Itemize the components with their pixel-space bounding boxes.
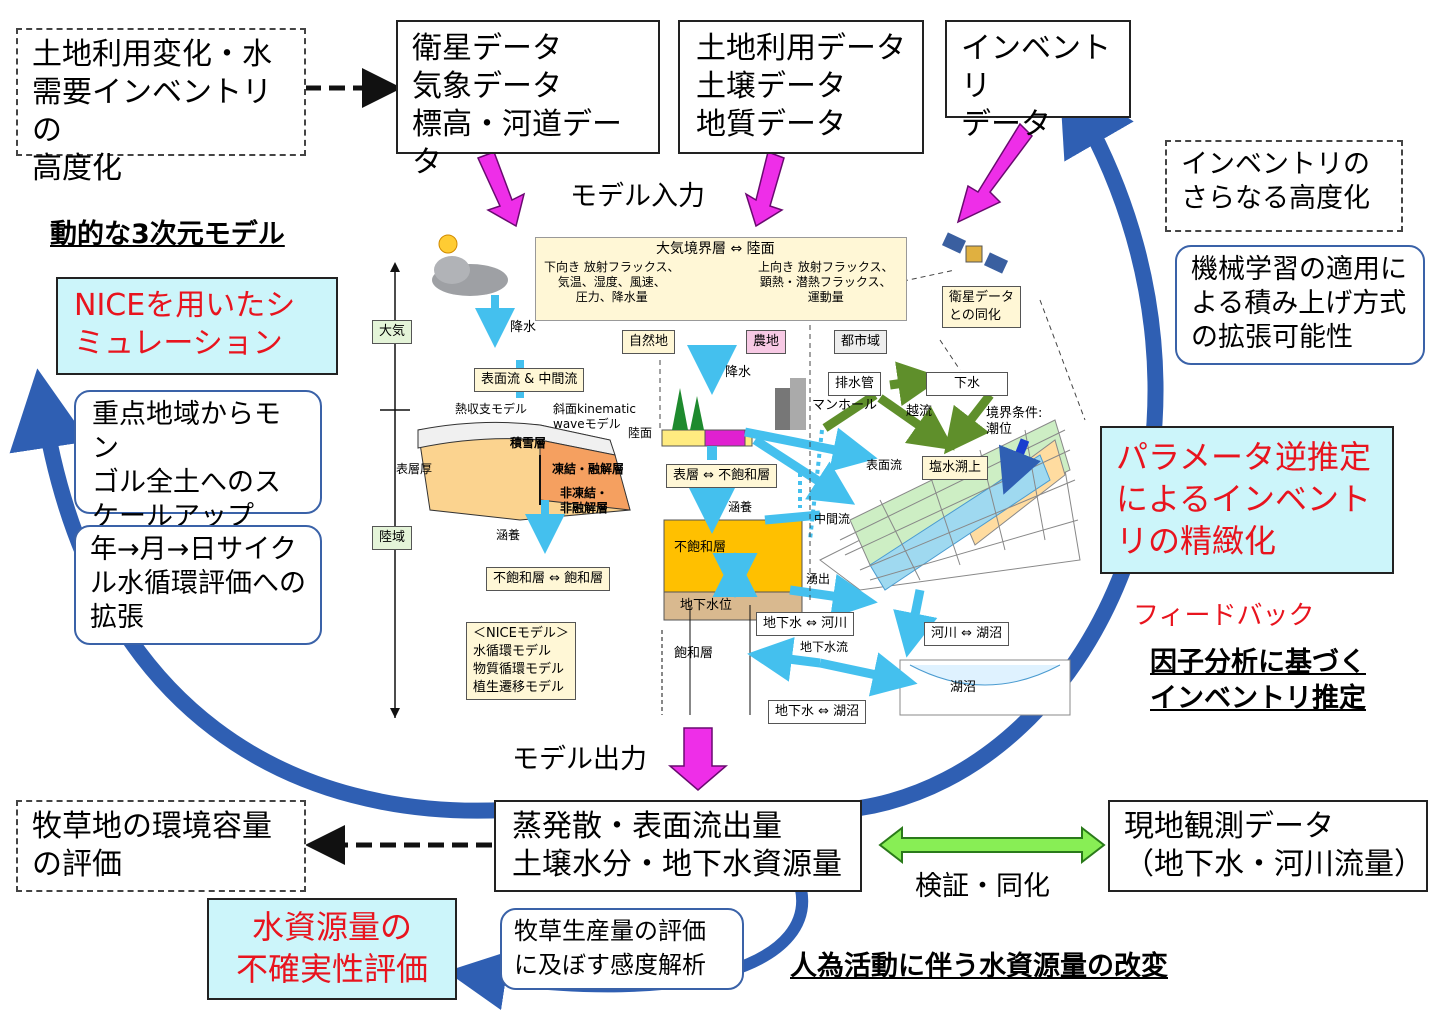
unsat-layer-label: 不飽和層: [674, 540, 727, 555]
model-input-arrows: [476, 122, 1033, 791]
human-activity-label: 人為活動に伴う水資源量の改変: [790, 951, 1168, 982]
seepage-label: 湧出: [806, 572, 831, 586]
river-lake-label: 河川 ⇔ 湖沼: [924, 622, 1010, 646]
heat-model-label: 熱収支モデル: [455, 402, 528, 416]
precip-label-2: 降水: [725, 365, 752, 380]
land-surface-label: 陸面: [628, 426, 653, 440]
inventory-advance-box: 土地利用変化・水 需要インベントリの 高度化: [16, 28, 306, 186]
nice-simulation-box: NICEを用いたシ ミュレーション: [56, 277, 338, 375]
kinematic-label: 斜面kinematic waveモデル: [553, 402, 636, 431]
saltwater-label: 塩水溯上: [922, 456, 989, 480]
nice-models-label: ＜NICEモデル＞ 水循環モデル 物質循環モデル 植生遷移モデル: [466, 622, 576, 700]
urban-label: 都市域: [834, 330, 888, 354]
sensitivity-box: 牧草生産量の評価 に及ぼす感度解析: [500, 908, 744, 990]
surface-unsat-label: 表層 ⇔ 不飽和層: [666, 464, 778, 488]
gw-level-label: 地下水位: [680, 598, 733, 613]
intermediate-flow-label: 中間流: [814, 512, 851, 526]
uncertainty-box: 水資源量の 不確実性評価: [207, 898, 457, 1000]
cycle-extension-box: 年→月→日サイク ル水循環評価への 拡張: [74, 525, 322, 645]
inventory-data-box: インベントリ データ: [945, 20, 1131, 142]
surface-intermediate-label: 表面流 & 中間流: [474, 368, 585, 392]
model-input-label: モデル入力: [570, 181, 705, 212]
feedback-label: フィードバック: [1133, 601, 1315, 631]
landuse-data-box: 土地利用データ 土壌データ 地質データ: [678, 20, 924, 154]
verify-arrow: [878, 825, 1106, 865]
unsat-sat-label: 不飽和層 ⇔ 飽和層: [486, 567, 611, 591]
further-advance-box: インベントリの さらなる高度化: [1165, 140, 1403, 232]
manhole-label: マンホール: [812, 398, 878, 413]
dynamic-3d-model-heading: 動的な3次元モデル: [50, 219, 285, 250]
down-flux-label: 下向き 放射フラックス、 気温、湿度、風速、 圧力、降水量: [544, 260, 680, 304]
atm-boundary-box: 大気境界層 ⇔ 陸面 下向き 放射フラックス、 気温、湿度、風速、 圧力、降水量…: [535, 237, 907, 321]
up-flux-label: 上向き 放射フラックス、 顕熱・潜熱フラックス、 運動量: [758, 260, 894, 304]
sewer-label: 下水: [926, 372, 1008, 396]
nonfreeze-layer-label: 非凍結・ 非融解層: [560, 486, 609, 515]
verify-assimilate-label: 検証・同化: [915, 871, 1050, 902]
natural-land-label: 自然地: [622, 330, 676, 354]
snow-layer-label: 積雪層: [510, 436, 547, 450]
scaleup-box: 重点地域からモン ゴル全土へのス ケールアップ: [74, 390, 322, 532]
freeze-layer-label: 凍結・融解層: [552, 462, 625, 476]
model-output-label: モデル出力: [512, 744, 647, 775]
field-observation-box: 現地観測データ （地下水・河川流量）: [1108, 800, 1428, 892]
param-estimation-box: パラメータ逆推定 によるインベント リの精緻化: [1100, 426, 1394, 574]
recharge-label: 涵養: [496, 528, 521, 542]
gw-flow-label: 地下水流: [800, 640, 849, 654]
atmosphere-label: 大気: [372, 320, 413, 344]
sat-assim-label: 衛星データ との同化: [942, 286, 1022, 328]
gw-river-label: 地下水 ⇔ 河川: [756, 612, 855, 636]
precip-label: 降水: [510, 320, 537, 335]
gw-lake-label: 地下水 ⇔ 湖沼: [768, 700, 867, 724]
satellite-icon: [941, 232, 1009, 274]
farmland-label: 農地: [746, 330, 787, 354]
atm-boundary-title: 大気境界層 ⇔ 陸面: [656, 241, 775, 257]
machine-learning-box: 機械学習の適用に よる積み上げ方式 の拡張可能性: [1175, 245, 1425, 365]
land-label: 陸域: [372, 526, 413, 550]
factor-analysis-label: 因子分析に基づく インベントリ推定: [1150, 647, 1366, 714]
sat-layer-label: 飽和層: [674, 646, 714, 661]
lake-label: 湖沼: [950, 680, 977, 695]
model-output-box: 蒸発散・表面流出量 土壌水分・地下水資源量: [494, 800, 862, 892]
pasture-evaluation-box: 牧草地の環境容量 の評価: [16, 800, 306, 892]
surface-depth-label: 表層厚: [396, 462, 433, 476]
overflow-label: 越流: [906, 404, 933, 419]
sewer-pipe-label: 排水管: [828, 372, 882, 396]
satellite-data-box: 衛星データ 気象データ 標高・河道データ: [396, 20, 660, 180]
feedback-cycle-arrow-left: [9, 368, 513, 819]
surface-flow-label: 表面流: [866, 458, 903, 472]
slope-soil-diagram: [417, 421, 631, 554]
recharge-label-2: 涵養: [728, 500, 753, 514]
boundary-tide-label: 境界条件: 潮位: [986, 406, 1043, 437]
